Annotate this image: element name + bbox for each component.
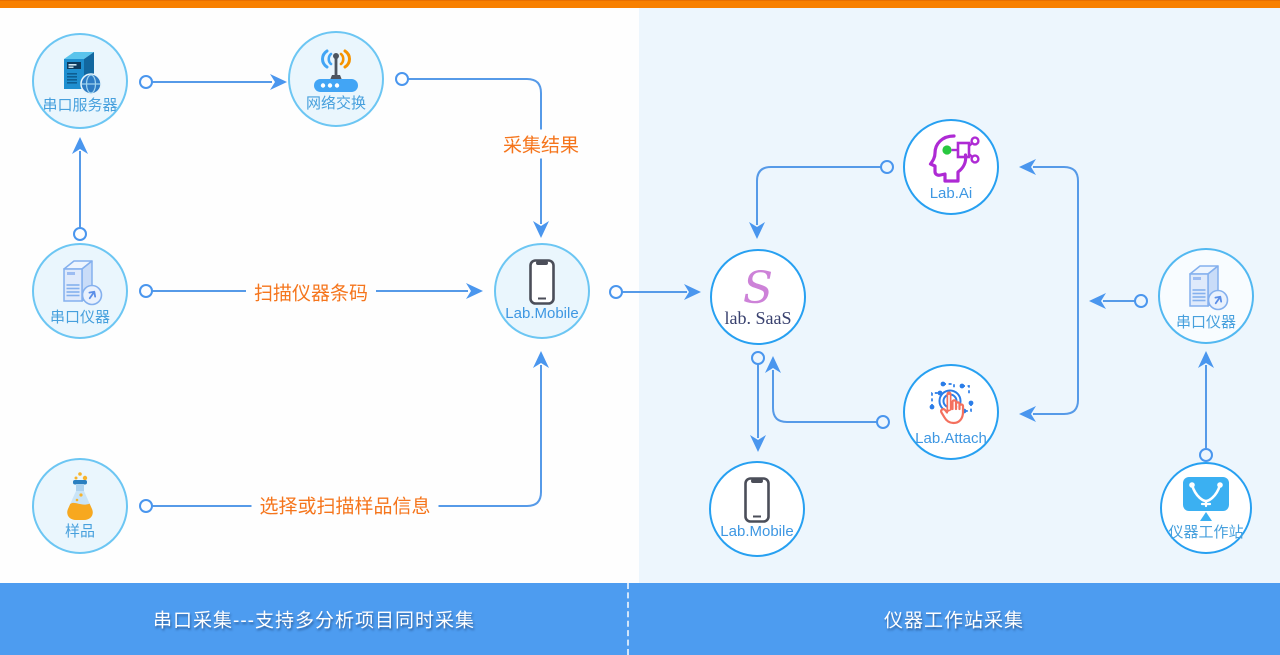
top-orange-bar [0,0,1280,8]
tower-server-icon [63,260,103,306]
node-lab-mobile-right: Lab.Mobile [709,461,805,557]
node-label: 串口仪器 [1175,314,1236,332]
tower-server-icon [1189,265,1229,311]
node-lab-mobile-left: Lab.Mobile [494,243,590,339]
node-label: 串口仪器 [49,309,110,327]
footer-divider [627,583,629,655]
smartphone-icon [744,477,770,524]
ai-head-icon [928,134,980,183]
edge-label-scan-instrument-barcode: 扫描仪器条码 [245,277,377,307]
footer-bar: 串口采集---支持多分析项目同时采集 仪器工作站采集 [0,583,1280,655]
node-workstation: 仪器工作站 [1160,462,1252,554]
node-serial-instrument-left: 串口仪器 [32,243,128,339]
node-label: Lab.Attach [915,430,987,448]
node-serial-instrument-right: 串口仪器 [1158,248,1254,344]
node-lab-ai: Lab.Ai [903,119,999,215]
node-label: lab. SaaS [724,307,792,328]
edge-label-collect-result: 采集结果 [494,129,588,159]
node-label: Lab.Mobile [720,523,794,541]
footer-left-caption: 串口采集---支持多分析项目同时采集 [153,610,475,632]
saas-logo-icon: S [743,266,773,310]
wireless-router-icon [314,49,358,93]
node-label: 网络交换 [305,95,366,113]
edge-label-select-or-scan-sample: 选择或扫描样品信息 [251,490,439,520]
node-lab-saas: S lab. SaaS [710,249,806,345]
node-label: Lab.Mobile [505,305,579,323]
touch-circuit-icon [929,381,974,425]
node-label: 样品 [64,523,95,541]
node-label: Lab.Ai [929,185,973,203]
node-label: 仪器工作站 [1168,524,1244,542]
flask-icon [67,472,93,521]
smartphone-icon [529,259,555,306]
node-network-switch: 网络交换 [288,31,384,127]
node-sample: 样品 [32,458,128,554]
footer-right-caption: 仪器工作站采集 [883,610,1024,632]
workstation-icon [1183,477,1229,522]
node-lab-attach: Lab.Attach [903,364,999,460]
node-label: 串口服务器 [42,97,118,115]
svg-text:S: S [743,266,773,310]
node-serial-server: 串口服务器 [32,33,128,129]
server-globe-icon [64,52,102,95]
